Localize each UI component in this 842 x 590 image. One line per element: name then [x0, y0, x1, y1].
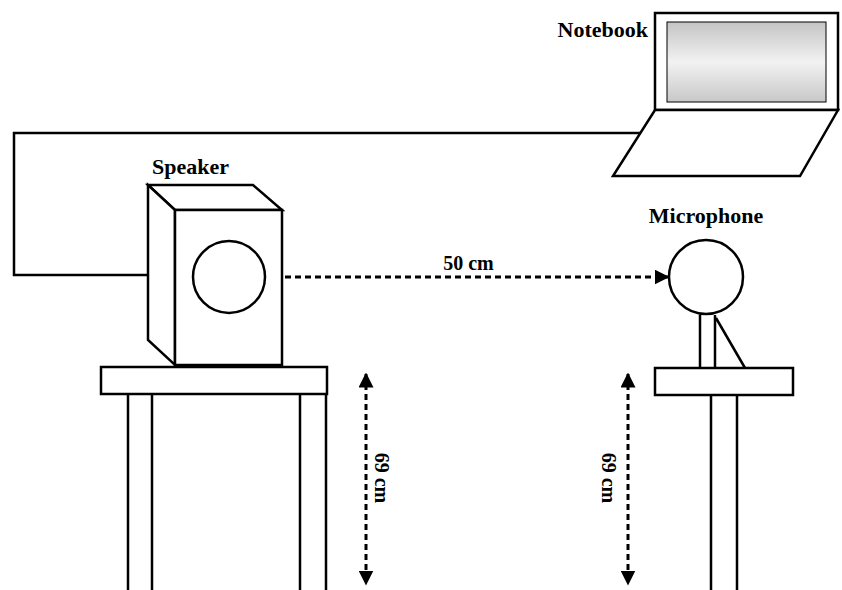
- height-dimension-arrow: [627, 374, 630, 584]
- microphone-head: Microphone: [667, 238, 745, 316]
- notebook-computer: Notebook: [612, 12, 840, 178]
- node-heading: Speaker: [152, 155, 229, 179]
- audio-cable: [14, 133, 640, 275]
- node-heading: Notebook: [558, 18, 648, 42]
- height-dimension-arrow: [365, 374, 368, 584]
- speaker-box: Speaker: [146, 183, 284, 367]
- microphone-head-outline: [667, 238, 745, 316]
- speaker-table: [101, 367, 327, 590]
- height-dimension: 69 cm: [598, 453, 620, 504]
- height-dimension: 69 cm: [371, 453, 393, 504]
- distance-arrow: [265, 276, 668, 279]
- node-heading: Microphone: [649, 204, 763, 228]
- microphone-stand: [655, 315, 793, 590]
- distance-label: 50 cm: [440, 252, 497, 274]
- speaker-box-outline: [146, 183, 284, 367]
